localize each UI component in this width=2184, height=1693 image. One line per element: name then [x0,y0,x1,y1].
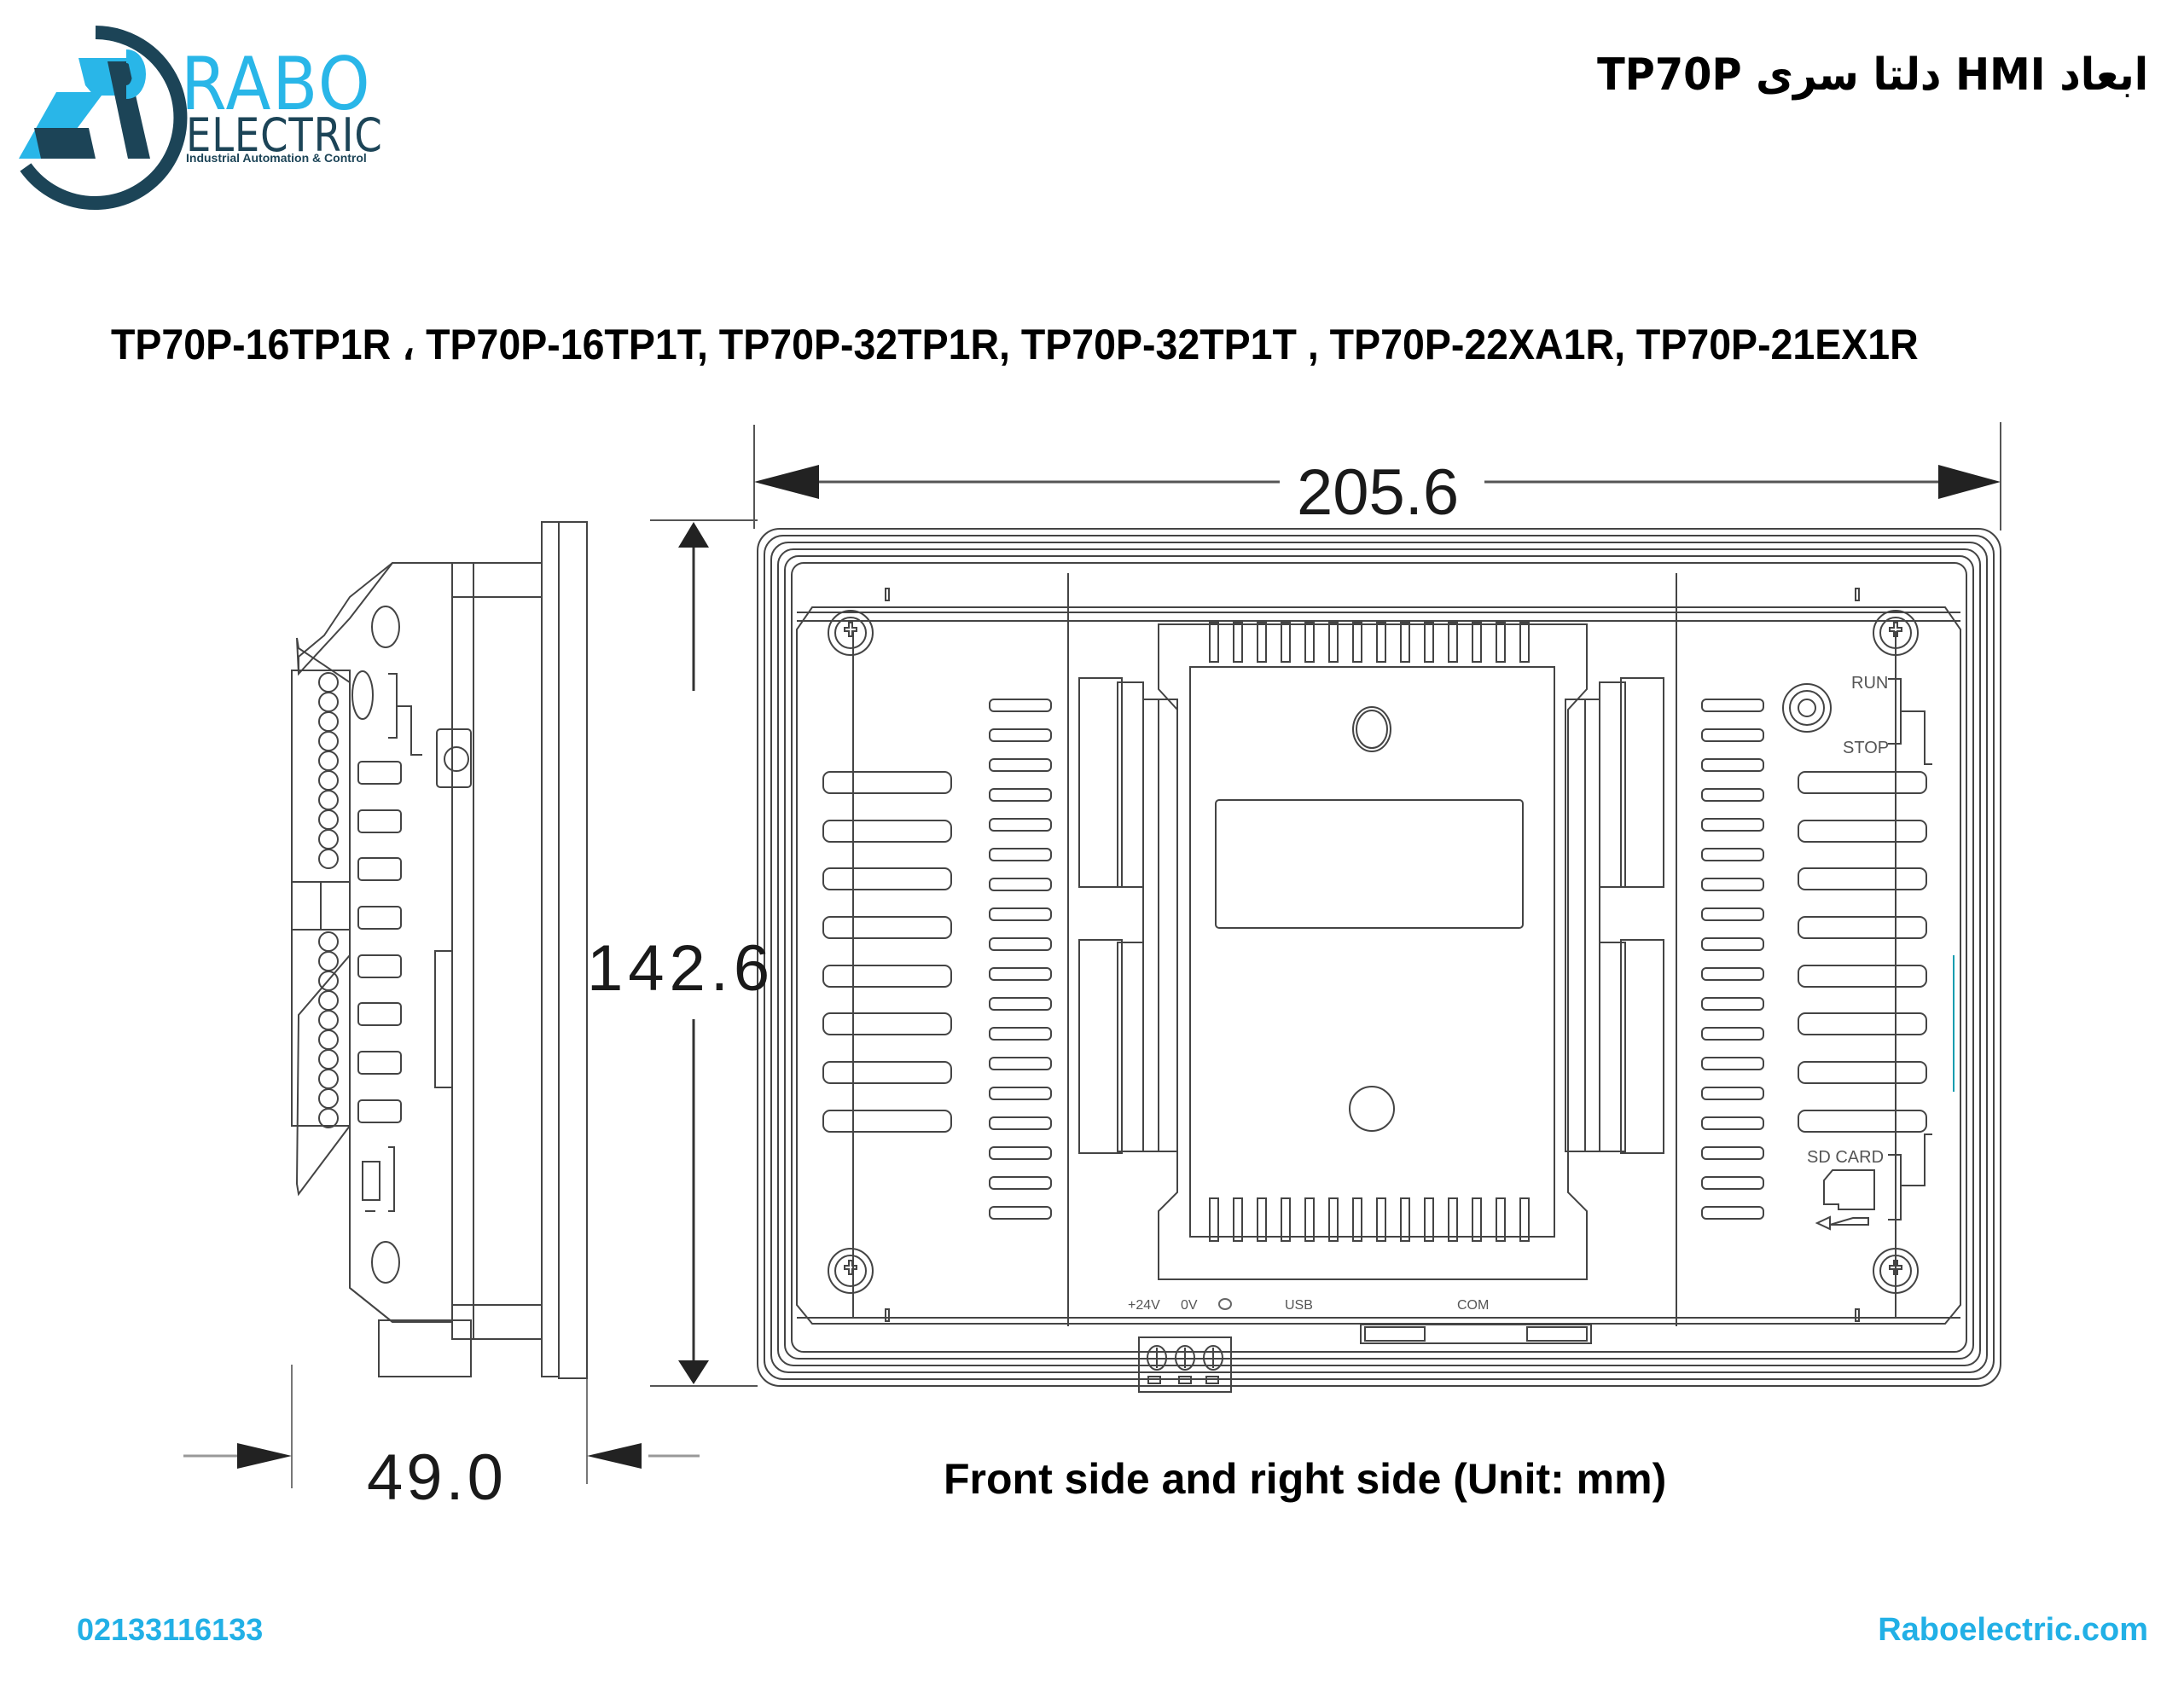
logo-word-rabo: RABO [181,42,372,127]
power-terminal-block [1138,1336,1232,1393]
width-dimension [753,422,2001,531]
side-view [291,521,588,1379]
left-terminal-strips [1078,677,1178,1154]
contact-phone[interactable]: 02133116133 [77,1612,264,1647]
logo-word-electric: ELECTRIC [186,108,383,162]
sd-card-icon [1815,1169,1875,1231]
page-title: ابعاد HMI دلتا سری TP70P [1597,49,2148,101]
com-port [1360,1324,1592,1344]
logo-br-mark-icon [19,26,188,210]
com-label: COM [1457,1298,1490,1313]
corner-screw-icon [828,1248,874,1294]
usb-label: USB [1285,1298,1313,1313]
center-housing [1158,622,1588,1280]
width-dimension-value: 205.6 [1297,456,1460,529]
run-label: RUN [1851,674,1889,693]
depth-dimension [183,1365,700,1488]
drawing-caption: Front side and right side (Unit: mm) [944,1455,1667,1503]
right-short-vents [1701,699,1764,1220]
power-0v-label: 0V [1181,1298,1198,1313]
height-dimension-value: 142.6 [587,932,775,1005]
stop-label: STOP [1843,739,1890,757]
corner-screw-icon [828,610,874,656]
sd-card-label: SD CARD [1807,1148,1885,1167]
front-view [757,528,2001,1393]
depth-dimension-value: 49.0 [367,1441,507,1514]
height-dimension [650,519,758,1387]
terminal-screws-icon [318,672,339,1128]
model-list: TP70P-16TP1R ، TP70P-16TP1T, TP70P-32TP1… [111,321,1919,368]
company-logo: RABO ELECTRIC Industrial Automation & Co… [0,0,382,222]
left-short-vents [989,699,1052,1220]
power-24v-label: +24V [1128,1298,1160,1313]
corner-screw-icon [1873,610,1919,656]
corner-screw-icon [1873,1248,1919,1294]
ground-icon [1218,1298,1232,1310]
run-stop-switch-icon [1782,683,1832,733]
logo-tagline: Industrial Automation & Control [186,151,367,165]
io-connectors [357,761,402,1123]
left-vents [822,771,952,1133]
website-link[interactable]: Raboelectric.com [1878,1612,2148,1648]
right-terminal-strips [1565,677,1664,1154]
right-vents [1798,771,1927,1133]
